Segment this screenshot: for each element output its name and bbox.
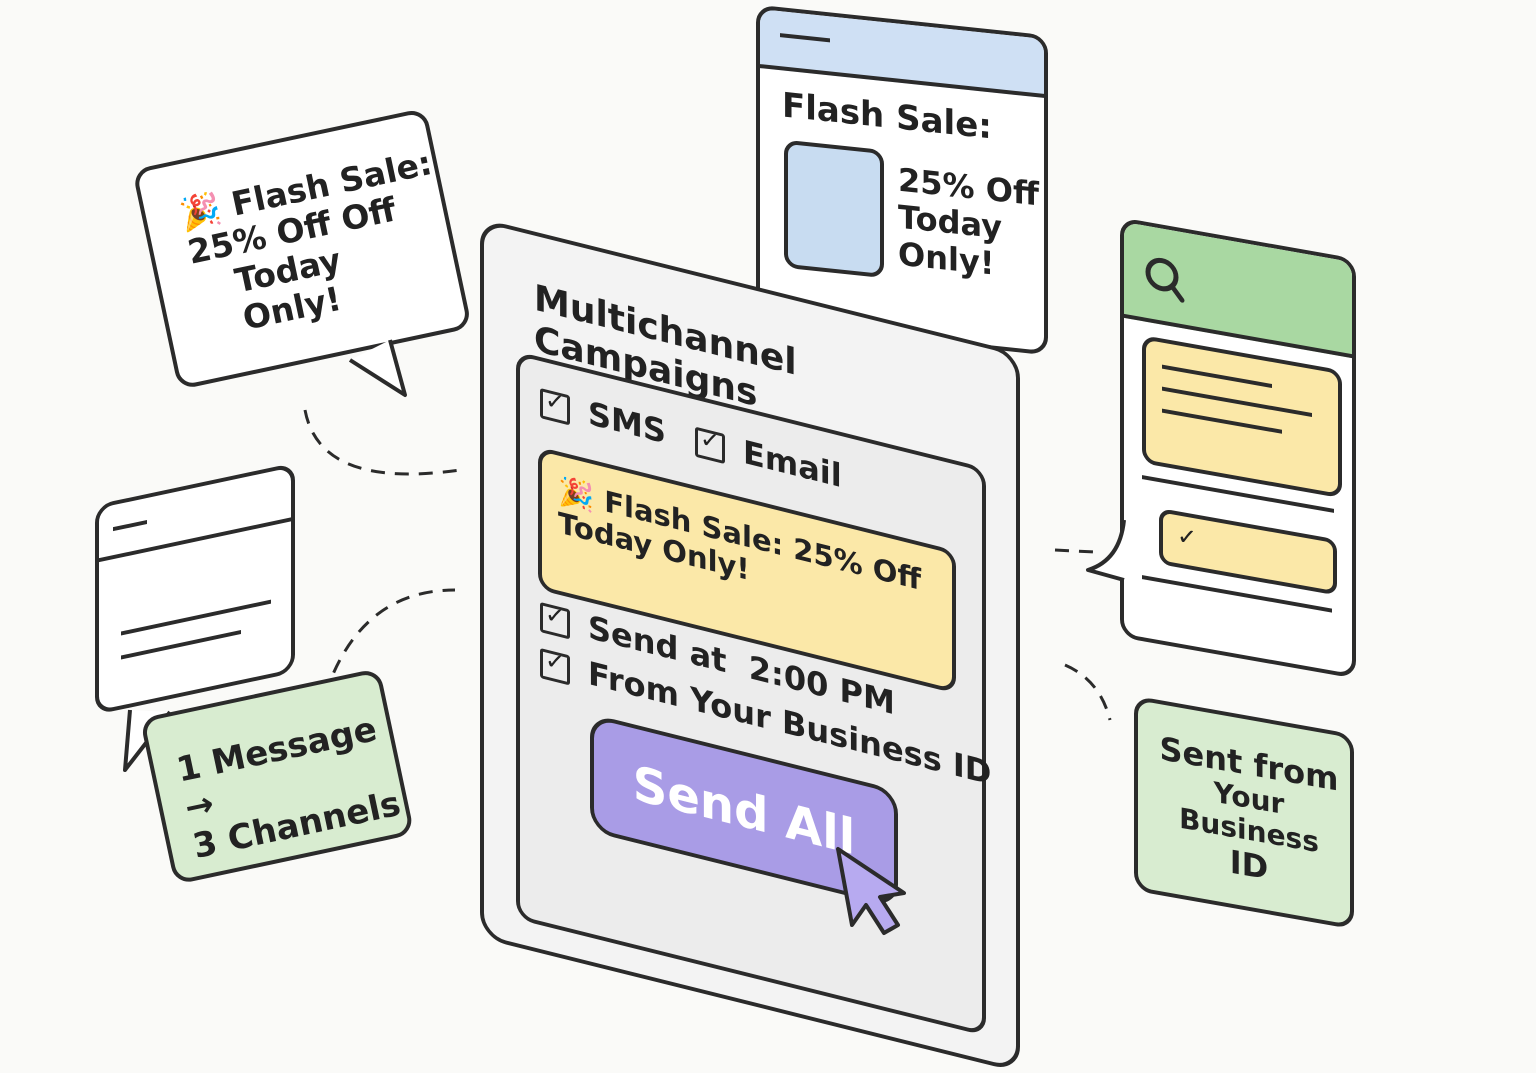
- send-all-label: Send All: [632, 755, 856, 867]
- check-icon: ✓: [1177, 521, 1198, 553]
- search-icon[interactable]: [1142, 251, 1192, 310]
- channel-email[interactable]: Email: [695, 422, 842, 495]
- chat-window: ✓: [1120, 217, 1356, 679]
- sms-checkbox[interactable]: [540, 387, 570, 426]
- small-browser-bar: [99, 467, 291, 563]
- email-checkbox[interactable]: [695, 426, 725, 465]
- sender-checkbox[interactable]: [540, 647, 570, 686]
- sms-label: SMS: [588, 393, 666, 452]
- campaign-form: SMS Email 🎉 Flash Sale: 25% Off Today On…: [516, 350, 991, 1037]
- small-browser-window: [95, 462, 295, 715]
- channels-note: 1 Message → 3 Channels: [139, 667, 415, 885]
- chat-header: [1124, 221, 1352, 359]
- email-label: Email: [743, 432, 842, 496]
- browser-title-bar: [760, 9, 1044, 98]
- campaign-panel: Multichannel Campaigns SMS Email 🎉 Flash…: [480, 218, 1020, 1073]
- email-title: Flash Sale:: [782, 85, 992, 148]
- cursor-pointer-icon: [836, 847, 906, 935]
- image-placeholder: [784, 139, 884, 279]
- sender-note: Sent from Your Business ID: [1134, 695, 1354, 930]
- chat-message-card: [1142, 335, 1342, 499]
- sms-bubble: 🎉 Flash Sale: 25% Off Off Today Only!: [132, 107, 473, 391]
- channel-sms[interactable]: SMS: [540, 383, 666, 451]
- schedule-checkbox[interactable]: [540, 601, 570, 640]
